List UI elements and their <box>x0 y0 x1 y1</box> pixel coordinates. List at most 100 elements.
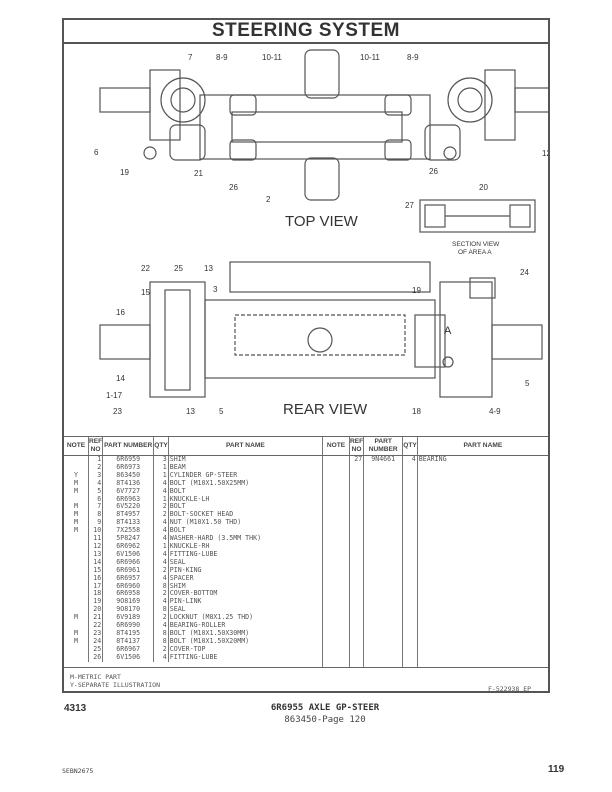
cell-ref: 21 <box>87 613 103 623</box>
cell-qty <box>402 561 418 570</box>
cell-ref <box>348 496 364 505</box>
cell-ref <box>348 488 364 497</box>
cell-note <box>64 575 89 583</box>
cell-qty: 1 <box>153 495 169 504</box>
cell-qty: 1 <box>153 542 169 551</box>
table-row <box>322 504 548 513</box>
cell-name <box>416 529 548 538</box>
cell-note <box>322 529 350 538</box>
cell-ref <box>348 529 364 538</box>
callout-23: 23 <box>113 407 122 416</box>
cell-note <box>322 504 350 513</box>
cell-note <box>322 618 350 627</box>
cell-qty <box>402 610 418 619</box>
cell-note <box>322 537 350 546</box>
cell-qty: 2 <box>153 503 169 512</box>
cell-qty: 1 <box>153 471 169 480</box>
cell-part <box>363 650 403 659</box>
cell-ref: 16 <box>87 574 103 583</box>
cell-qty <box>402 585 418 594</box>
cell-part: 863450 <box>102 471 154 480</box>
cell-name <box>416 520 548 529</box>
cell-part <box>363 464 403 473</box>
callout-15: 15 <box>141 288 150 297</box>
cell-ref <box>348 520 364 529</box>
assembly-title: 6R6955 AXLE GP-STEER <box>270 703 380 713</box>
header-ref: REF NO <box>348 436 364 456</box>
cell-part <box>363 488 403 497</box>
cell-ref <box>348 593 364 602</box>
cell-part: 8T4957 <box>102 510 154 520</box>
cell-note <box>64 583 89 591</box>
cell-name <box>416 601 548 611</box>
cell-note <box>322 569 350 578</box>
cell-note: M <box>74 526 78 535</box>
cell-part: 6V9189 <box>102 613 154 623</box>
table-row <box>322 472 548 481</box>
callout-8-9: 8-9 <box>407 53 419 62</box>
cell-qty <box>402 618 418 627</box>
cell-note <box>322 658 350 667</box>
table-row <box>322 642 548 651</box>
cell-part <box>363 585 403 594</box>
cell-qty <box>402 488 418 497</box>
table-row <box>322 634 548 643</box>
callout-13: 13 <box>186 407 195 416</box>
cell-name <box>416 512 548 521</box>
cell-ref <box>348 472 364 481</box>
cell-qty: 4 <box>153 558 169 567</box>
cell-qty <box>402 496 418 505</box>
cell-part: 6V5220 <box>102 503 154 512</box>
cell-name: COVER-BOTTOM <box>167 590 322 599</box>
cell-ref: 17 <box>87 582 103 591</box>
cell-qty <box>402 504 418 513</box>
cell-note: M <box>74 636 78 645</box>
note-metric: M-METRIC PART <box>70 673 121 681</box>
cell-ref <box>348 626 364 635</box>
cell-name: COVER-TOP <box>167 645 322 654</box>
cell-note <box>322 585 350 594</box>
cell-part <box>363 610 403 619</box>
cell-note <box>322 472 350 481</box>
header-ref: REF NO <box>87 436 103 456</box>
cell-qty: 2 <box>153 613 169 623</box>
cell-ref: 2 <box>87 463 103 472</box>
cell-note <box>64 535 89 543</box>
cell-part: 6R6990 <box>102 621 154 630</box>
table-row <box>322 610 548 619</box>
cell-part: 6R6967 <box>102 645 154 654</box>
cell-ref <box>348 658 364 667</box>
cell-name <box>416 650 548 659</box>
cell-name <box>416 504 548 513</box>
cell-ref: 14 <box>87 558 103 567</box>
cell-note <box>322 650 350 659</box>
cell-part <box>363 634 403 643</box>
cell-ref: 15 <box>87 566 103 575</box>
cell-part: 6V7727 <box>102 487 154 496</box>
header-part-name: PART NAME <box>416 436 548 456</box>
cell-ref <box>348 480 364 489</box>
cell-note <box>322 626 350 635</box>
cell-name: BOLT (M10X1.50X30MM) <box>167 629 322 638</box>
cell-ref: 27 <box>348 455 364 465</box>
cell-part <box>363 658 403 667</box>
table-header: NOTE REF NO PART NUMBER QTY PART NAME <box>322 436 548 456</box>
cell-part <box>363 529 403 538</box>
cell-part <box>363 537 403 546</box>
cell-ref: 24 <box>87 637 103 646</box>
cell-name <box>416 577 548 586</box>
cell-ref: 5 <box>87 487 103 496</box>
cell-part: 9N4661 <box>363 455 403 465</box>
rear-view-label: REAR VIEW <box>283 401 368 418</box>
table-row <box>322 650 548 659</box>
cell-qty <box>402 642 418 651</box>
cell-note <box>322 601 350 611</box>
cell-ref: 22 <box>87 621 103 630</box>
